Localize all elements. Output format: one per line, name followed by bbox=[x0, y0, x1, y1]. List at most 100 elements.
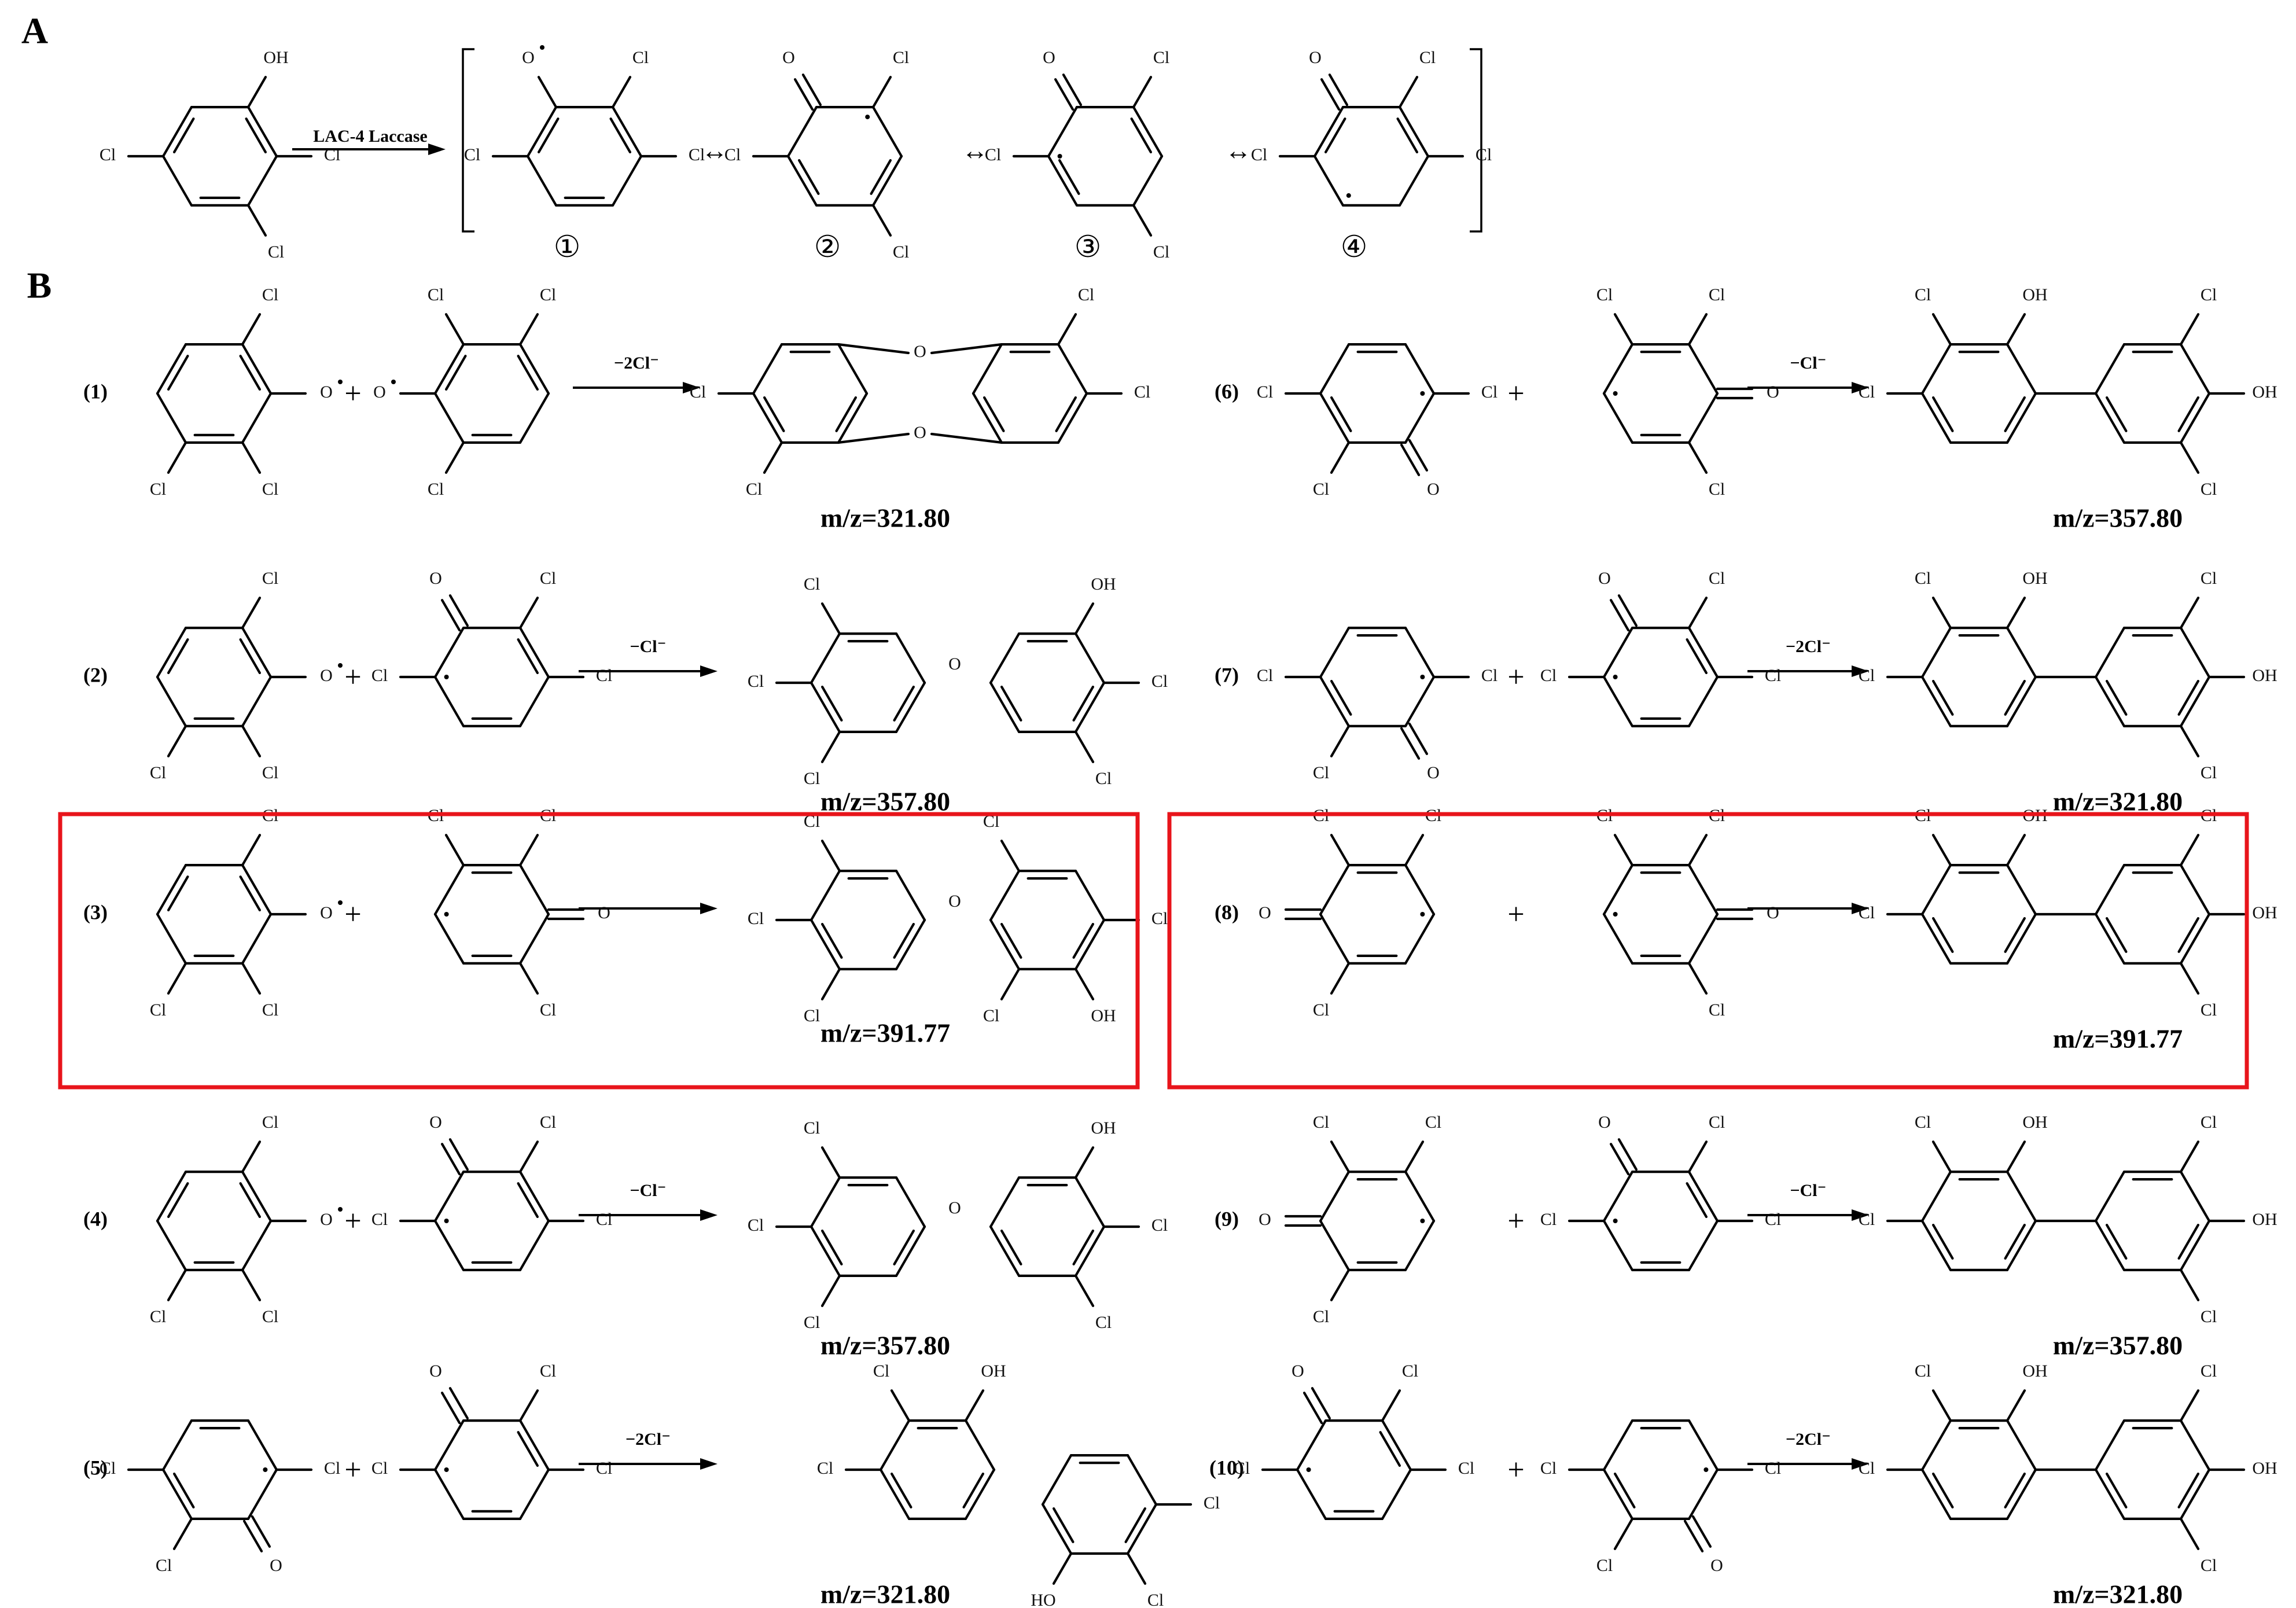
bond bbox=[1687, 627, 1719, 679]
radical-dot bbox=[865, 115, 870, 120]
bond bbox=[2006, 1171, 2037, 1223]
bond bbox=[1052, 1552, 1073, 1585]
bond bbox=[241, 1219, 273, 1271]
chlorine-label: Cl bbox=[262, 285, 278, 304]
oxygen-label: O bbox=[1292, 1362, 1304, 1381]
bond bbox=[1686, 1182, 1708, 1219]
bond bbox=[1687, 1171, 1719, 1223]
bond bbox=[1687, 597, 1708, 630]
bond bbox=[1330, 962, 1351, 995]
hydroxyl-label: OH bbox=[981, 1362, 1006, 1381]
bond bbox=[1074, 967, 1095, 1000]
chlorine-label: Cl bbox=[746, 480, 762, 499]
chlorine-label: Cl bbox=[893, 48, 909, 67]
chlorine-label: Cl bbox=[1859, 1459, 1875, 1478]
oxygen-label: O bbox=[1427, 480, 1440, 499]
hydroxyl-label: OH bbox=[263, 48, 288, 67]
bond bbox=[161, 106, 193, 158]
bond bbox=[1319, 912, 1351, 965]
bond bbox=[518, 1419, 550, 1471]
bond bbox=[1319, 1171, 1351, 1223]
chlorine-label: Cl bbox=[2201, 763, 2217, 782]
chlorine-label: Cl bbox=[1134, 382, 1150, 402]
hydroxyl-label: OH bbox=[2252, 382, 2277, 402]
bond bbox=[1687, 1219, 1719, 1271]
bond bbox=[1404, 343, 1436, 395]
chlorine-label: Cl bbox=[1540, 666, 1557, 685]
oxygen-label: O bbox=[1259, 903, 1271, 922]
bond bbox=[1047, 106, 1079, 158]
bond bbox=[241, 962, 262, 995]
hydroxyl-label: HO bbox=[1031, 1591, 1055, 1608]
chlorine-label: Cl bbox=[2201, 1113, 2217, 1132]
chlorine-label: Cl bbox=[100, 1459, 116, 1478]
chlorine-label: Cl bbox=[540, 569, 556, 588]
bond bbox=[1687, 834, 1708, 867]
oxygen-label: O bbox=[948, 892, 961, 911]
bond bbox=[1602, 675, 1634, 727]
bond bbox=[2094, 864, 2126, 916]
bond bbox=[1687, 392, 1719, 444]
bond bbox=[1072, 922, 1095, 959]
bond bbox=[2006, 1419, 2037, 1471]
bond bbox=[1319, 675, 1351, 727]
chlorine-label: Cl bbox=[1709, 569, 1725, 588]
bond bbox=[801, 73, 822, 106]
bond bbox=[1400, 727, 1421, 760]
bond bbox=[2179, 313, 2200, 346]
bond bbox=[167, 1268, 187, 1301]
radical-dot bbox=[338, 900, 343, 905]
chlorine-label: Cl bbox=[804, 1313, 820, 1332]
chlorine-label: Cl bbox=[2201, 1307, 2217, 1326]
bond bbox=[1000, 967, 1021, 1000]
chlorine-label: Cl bbox=[1402, 1362, 1418, 1381]
bond bbox=[1074, 602, 1095, 635]
bond bbox=[1062, 73, 1083, 106]
bond bbox=[2006, 392, 2037, 444]
bond bbox=[1404, 864, 1436, 916]
hydroxyl-label: OH bbox=[2252, 1210, 2277, 1229]
bond bbox=[893, 1229, 915, 1265]
bond bbox=[2094, 912, 2126, 965]
chlorine-label: Cl bbox=[689, 145, 705, 164]
chlorine-label: Cl bbox=[428, 480, 444, 499]
chlorine-label: Cl bbox=[2201, 1000, 2217, 1020]
bond bbox=[2179, 1517, 2200, 1550]
bond bbox=[2105, 679, 2128, 716]
reaction-4: (4)OClClCl+OClClCl−Cl⁻ClClClOOHClClm/z=3… bbox=[83, 1113, 1168, 1360]
bond bbox=[251, 1515, 271, 1548]
bond bbox=[1687, 1468, 1719, 1520]
chlorine-label: Cl bbox=[1313, 1113, 1329, 1132]
bond bbox=[433, 675, 465, 727]
arrow-head bbox=[700, 1458, 718, 1470]
chlorine-label: Cl bbox=[156, 1556, 172, 1575]
radical-dot bbox=[540, 45, 544, 50]
chlorine-label: Cl bbox=[1204, 1493, 1220, 1513]
bond bbox=[526, 106, 558, 158]
bond bbox=[1686, 638, 1708, 675]
bond bbox=[1313, 154, 1345, 207]
radical-dot bbox=[1613, 1219, 1618, 1223]
chlorine-label: Cl bbox=[724, 145, 741, 164]
bond bbox=[1074, 918, 1106, 970]
bond bbox=[895, 918, 926, 970]
bond bbox=[167, 355, 189, 391]
bond bbox=[2006, 313, 2026, 346]
bond bbox=[517, 355, 539, 391]
bond bbox=[2179, 392, 2211, 444]
bond bbox=[1072, 685, 1095, 722]
bond bbox=[518, 627, 550, 679]
bond bbox=[2179, 1468, 2211, 1520]
bond bbox=[1319, 392, 1351, 444]
arrow-head bbox=[683, 382, 700, 393]
bond bbox=[989, 1176, 1021, 1228]
chlorine-label: Cl bbox=[1915, 1362, 1931, 1381]
bond bbox=[2179, 834, 2200, 867]
chlorine-label: Cl bbox=[1095, 1313, 1112, 1332]
bond bbox=[1319, 1219, 1351, 1271]
